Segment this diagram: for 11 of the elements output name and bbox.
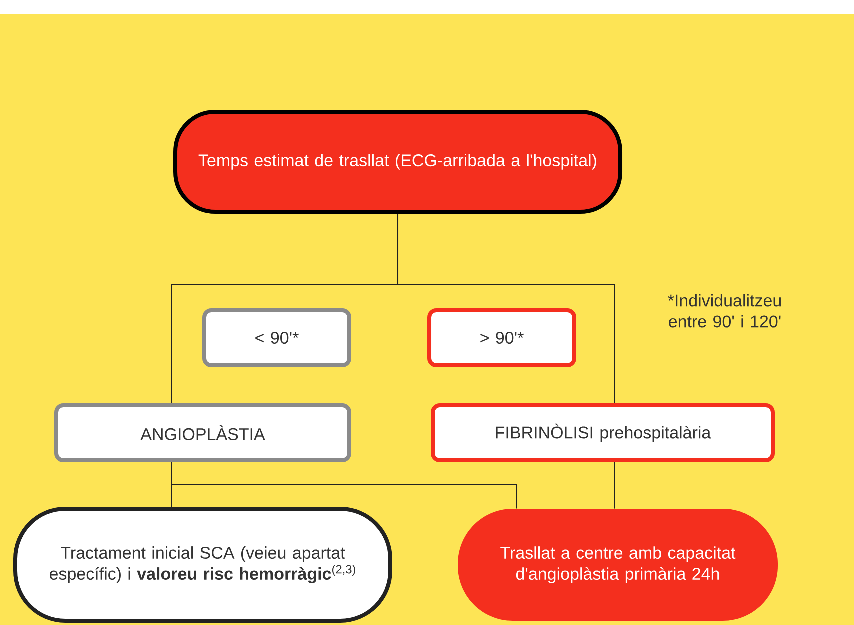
outcome-box: Tractament inicial SCA (veieu apartat específic) i valoreu risc hemorràgic$^{(2,3)}$ [14,507,392,623]
connector-line [614,462,616,510]
connector-line [172,462,518,510]
option-box: < 90'* [202,308,352,368]
outcome-box: Trasllat a centre amb capacitat d'angioplàstia primària 24h [458,509,778,621]
start-box: Temps estimat de trasllat (ECG-arribada a l'hospital) [174,110,622,214]
footnote-text: *Individualitzeu entre 90' i 120' [668,294,782,328]
option-box: > 90'* [428,308,576,368]
option-box: FIBRINÒLISI prehospitalària [431,404,775,462]
option-box: ANGIOPLÀSTIA [54,404,352,462]
connector-line [398,214,616,404]
